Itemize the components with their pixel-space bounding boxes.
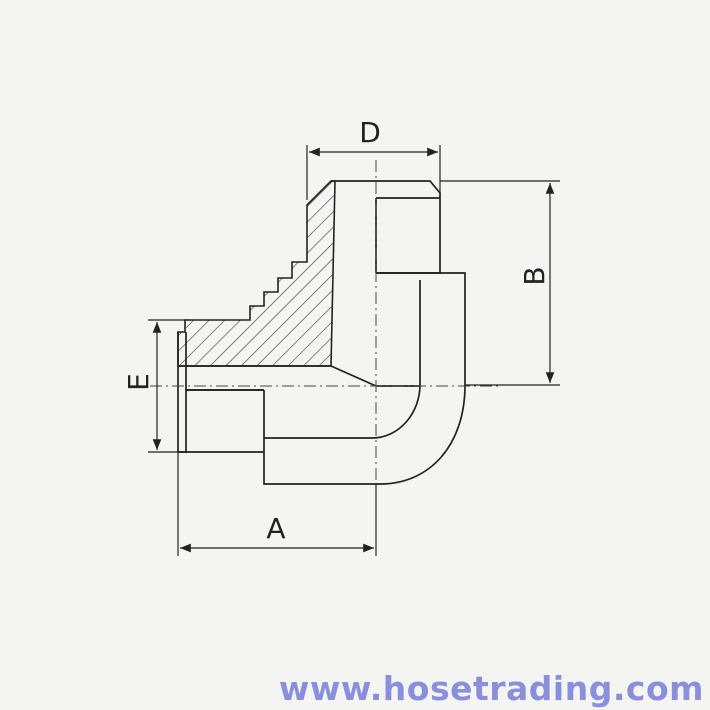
dimension-label-a: A	[266, 512, 285, 545]
website-watermark: www.hosetrading.com	[278, 669, 704, 708]
dimension-label-d: D	[359, 116, 381, 149]
section-hatching	[177, 180, 336, 367]
dimension-d	[306, 145, 441, 200]
dimension-label-b: B	[518, 266, 551, 285]
dimension-b	[440, 180, 560, 386]
dimension-label-e: E	[122, 373, 155, 391]
center-lines	[150, 160, 500, 500]
dimension-a	[177, 452, 377, 556]
dimension-e	[148, 319, 190, 453]
